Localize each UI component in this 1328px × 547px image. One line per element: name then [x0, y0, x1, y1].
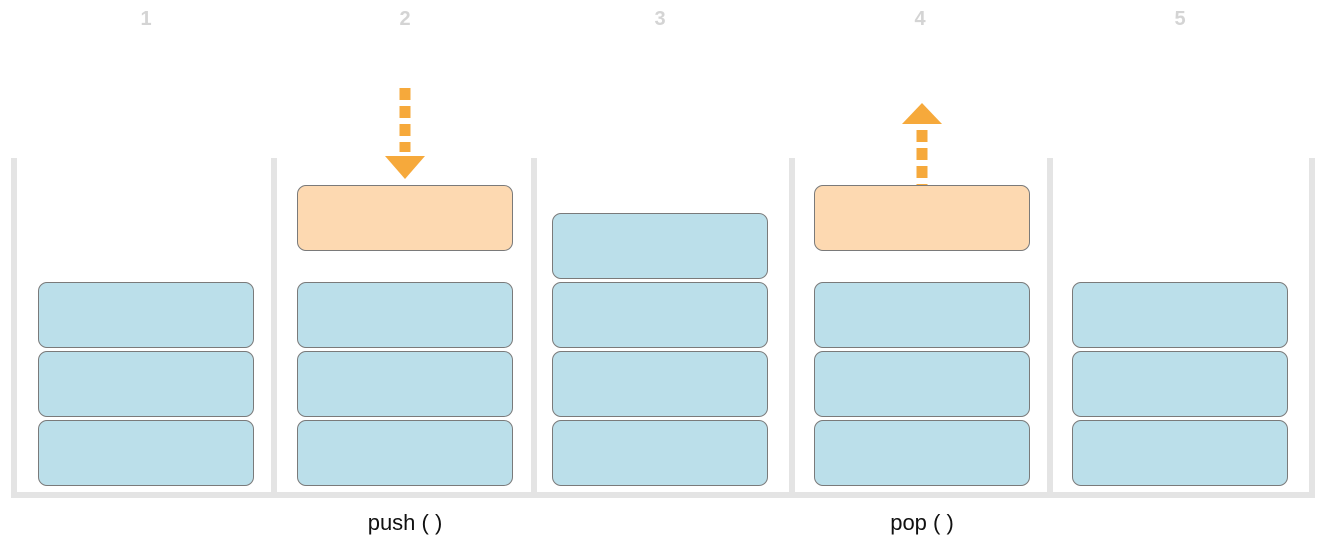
stack-block	[814, 420, 1030, 486]
stack-block	[552, 351, 768, 417]
stack-block	[552, 282, 768, 348]
column-divider	[271, 158, 277, 498]
step-number-3: 3	[654, 8, 666, 30]
push-arrow-icon	[385, 88, 425, 179]
column-divider	[1309, 158, 1315, 498]
pop-label: pop ( )	[890, 510, 954, 535]
stack-block	[297, 282, 513, 348]
stack-block	[38, 351, 254, 417]
push-label: push ( )	[367, 510, 443, 535]
column-divider	[1047, 158, 1053, 498]
stack-block	[814, 282, 1030, 348]
stack-block	[814, 351, 1030, 417]
stack-block	[552, 420, 768, 486]
pushed-block	[297, 185, 513, 251]
stack-block	[1072, 420, 1288, 486]
stack-block	[297, 351, 513, 417]
popped-block	[814, 185, 1030, 251]
pop-arrow-icon	[902, 103, 942, 186]
column-divider	[11, 158, 17, 498]
stack-block	[1072, 351, 1288, 417]
column-divider	[789, 158, 795, 498]
stack-baseline	[11, 492, 1315, 498]
column-divider	[531, 158, 537, 498]
stack-block	[1072, 282, 1288, 348]
stack-block	[38, 282, 254, 348]
step-number-4: 4	[914, 8, 926, 30]
stack-block	[552, 213, 768, 279]
stack-block	[38, 420, 254, 486]
step-number-5: 5	[1174, 8, 1186, 30]
stack-block	[297, 420, 513, 486]
step-number-1: 1	[140, 8, 152, 30]
step-number-2: 2	[399, 8, 411, 30]
